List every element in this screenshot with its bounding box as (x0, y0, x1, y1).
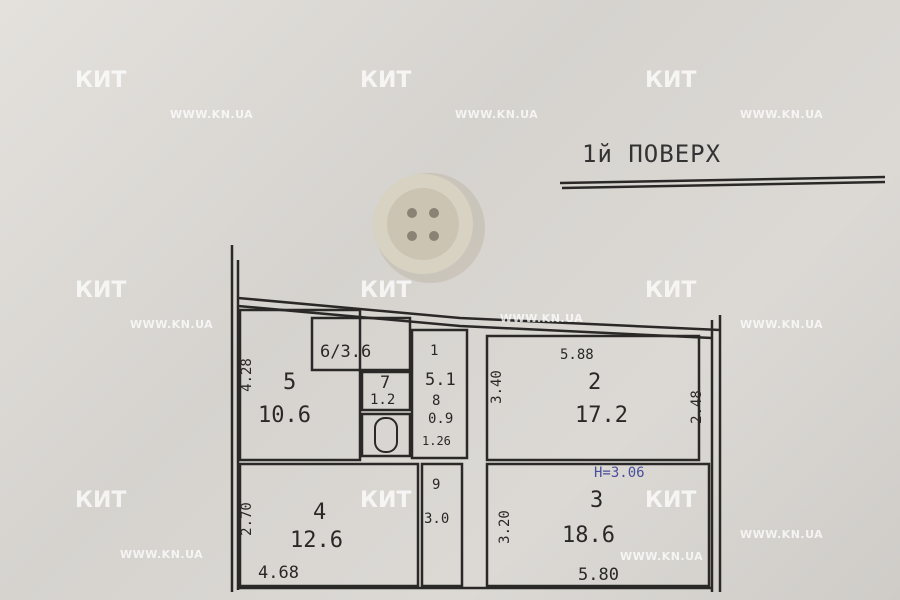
watermark-url: WWW.KN.UA (170, 108, 254, 121)
room-9-number: 9 (432, 477, 441, 493)
watermark-logo: КИТ (645, 488, 697, 513)
watermark-logo: КИТ (75, 488, 127, 513)
dim-4-28: 4.28 (238, 358, 255, 392)
room-2-outline (485, 334, 701, 462)
watermark-logo: КИТ (645, 278, 697, 303)
room-6-label: 6/3.6 (320, 342, 372, 362)
watermark-logo: КИТ (645, 68, 697, 93)
watermark-url: WWW.KN.UA (120, 548, 204, 561)
watermark-url: WWW.KN.UA (500, 312, 584, 325)
room-6-outline (310, 316, 412, 372)
top-outer-wall (237, 296, 721, 340)
dim-4-68: 4.68 (258, 563, 299, 583)
room-8-number: 8 (432, 393, 441, 409)
watermark-url: WWW.KN.UA (740, 318, 824, 331)
room-9-outline (420, 462, 464, 588)
title-underline (559, 175, 886, 185)
dim-3-20: 3.20 (496, 510, 513, 544)
right-outer-wall (710, 315, 722, 592)
room-3-outline (485, 462, 711, 588)
watermark-logo: КИТ (75, 278, 127, 303)
room-7-number: 7 (380, 373, 391, 393)
room-7-area: 1.2 (370, 392, 396, 408)
room-5-outline (238, 308, 362, 462)
room-7-outline (360, 370, 412, 412)
room-5-area: 10.6 (258, 403, 311, 428)
watermark-url: WWW.KN.UA (740, 528, 824, 541)
watermark-url: WWW.KN.UA (740, 108, 824, 121)
dim-5-88: 5.88 (560, 347, 594, 363)
dim-3-40: 3.40 (488, 370, 505, 404)
watermark-logo: КИТ (360, 68, 412, 93)
floor-title: 1й ПОВЕРХ (582, 140, 722, 168)
room-1-number: 1 (430, 343, 439, 359)
dim-1-26: 1.26 (422, 434, 451, 448)
room-4-outline (238, 462, 420, 588)
dim-2-48: 2.48 (688, 390, 705, 424)
room-3-number: 3 (590, 488, 604, 513)
room-4-area: 12.6 (290, 528, 343, 553)
watermark-url: WWW.KN.UA (455, 108, 539, 121)
watermark-logo: КИТ (360, 278, 412, 303)
watermark-logo: КИТ (75, 68, 127, 93)
watermark-url: WWW.KN.UA (620, 550, 704, 563)
ceiling-height: H=3.06 (594, 465, 645, 481)
dim-5-80: 5.80 (578, 565, 619, 585)
toilet-symbol (374, 417, 398, 453)
room-2-area: 17.2 (575, 403, 628, 428)
room-2-number: 2 (588, 370, 602, 395)
dim-2-70: 2.70 (238, 502, 255, 536)
watermark-url: WWW.KN.UA (130, 318, 214, 331)
room-1-outline (410, 328, 469, 460)
room-3-area: 18.6 (562, 523, 615, 548)
room-4-number: 4 (313, 500, 327, 525)
left-outer-wall (230, 245, 240, 592)
room-5-number: 5 (283, 370, 297, 395)
room-8-area: 0.9 (428, 411, 454, 427)
watermark-logo: КИТ (360, 488, 412, 513)
room-8-outline (360, 412, 412, 458)
room-1-area: 5.1 (425, 370, 456, 390)
button-object (373, 173, 485, 283)
room-9-area: 3.0 (424, 511, 450, 527)
